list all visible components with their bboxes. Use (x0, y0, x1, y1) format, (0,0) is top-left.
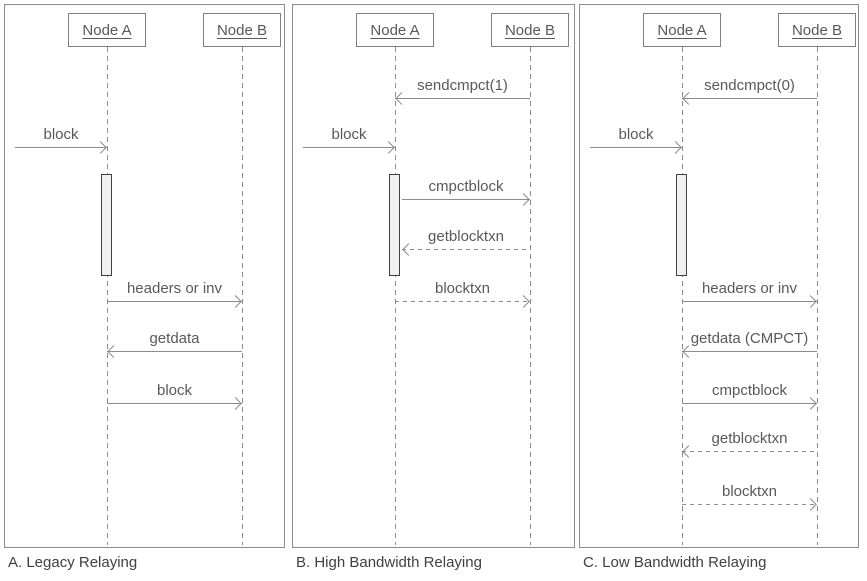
panel-high-bandwidth-relaying: Node A Node B sendcmpct(1) block cmpctbl… (292, 4, 575, 571)
panel-frame: Node A Node B block headers or inv getda… (4, 4, 285, 548)
message-label: getdata (CMPCT) (690, 330, 809, 347)
message-line (303, 147, 395, 148)
panel-caption: A. Legacy Relaying (8, 554, 138, 571)
message-label: block (156, 382, 193, 399)
message-label: sendcmpct(0) (704, 77, 795, 94)
message-line (402, 199, 530, 200)
message-line (107, 351, 242, 352)
node-a-box: Node A (68, 13, 146, 47)
arrowhead-right-icon (382, 141, 395, 154)
message-label: sendcmpct(1) (417, 77, 508, 94)
lifeline-node-b (242, 47, 243, 545)
node-b-box: Node B (778, 13, 856, 47)
message-label: cmpctblock (711, 382, 788, 399)
message-line (402, 249, 530, 250)
message-label: getdata (149, 330, 200, 347)
arrowhead-right-icon (804, 295, 817, 308)
message-line (682, 351, 817, 352)
message-line (15, 147, 107, 148)
arrowhead-right-icon (94, 141, 107, 154)
message-line (682, 451, 817, 452)
node-a-label: Node A (370, 21, 420, 39)
panel-frame: Node A Node B sendcmpct(0) block headers… (579, 4, 859, 548)
node-b-label: Node B (791, 21, 843, 39)
panel-frame: Node A Node B sendcmpct(1) block cmpctbl… (292, 4, 575, 548)
node-b-label: Node B (216, 21, 268, 39)
arrowhead-right-icon (669, 141, 682, 154)
message-line (682, 403, 817, 404)
node-b-label: Node B (504, 21, 556, 39)
message-label: blocktxn (721, 483, 778, 500)
message-line (682, 98, 817, 99)
arrowhead-right-icon (229, 397, 242, 410)
message-line (590, 147, 682, 148)
node-a-box: Node A (356, 13, 434, 47)
message-label: block (618, 126, 654, 143)
node-b-box: Node B (491, 13, 569, 47)
message-line (682, 301, 817, 302)
arrowhead-right-icon (804, 498, 817, 511)
arrowhead-left-icon (395, 92, 408, 105)
node-a-box: Node A (643, 13, 721, 47)
message-label: getblocktxn (711, 430, 788, 447)
message-label: block (331, 126, 367, 143)
arrowhead-right-icon (517, 295, 530, 308)
message-label: cmpctblock (428, 178, 504, 195)
panel-legacy-relaying: Node A Node B block headers or inv getda… (4, 4, 285, 571)
panel-caption: B. High Bandwidth Relaying (296, 554, 482, 571)
lifeline-node-b (817, 47, 818, 545)
arrowhead-left-icon (682, 445, 695, 458)
lifeline-node-b (530, 47, 531, 545)
message-label: headers or inv (701, 280, 798, 297)
lifeline-node-a (107, 47, 108, 545)
message-line (395, 98, 530, 99)
message-line (107, 403, 242, 404)
panel-caption: C. Low Bandwidth Relaying (583, 554, 767, 571)
arrowhead-right-icon (804, 397, 817, 410)
activation-bar (676, 174, 687, 276)
activation-bar (389, 174, 400, 276)
arrowhead-left-icon (107, 345, 120, 358)
lifeline-node-a (682, 47, 683, 545)
message-line (682, 504, 817, 505)
lifeline-node-a (395, 47, 396, 545)
message-line (395, 301, 530, 302)
activation-bar (101, 174, 112, 276)
arrowhead-left-icon (682, 92, 695, 105)
message-line (107, 301, 242, 302)
message-label: headers or inv (126, 280, 223, 297)
arrowhead-right-icon (517, 193, 530, 206)
message-label: block (43, 126, 79, 143)
arrowhead-left-icon (402, 243, 415, 256)
message-label: blocktxn (434, 280, 491, 297)
node-a-label: Node A (657, 21, 707, 39)
node-b-box: Node B (203, 13, 281, 47)
arrowhead-right-icon (229, 295, 242, 308)
panel-low-bandwidth-relaying: Node A Node B sendcmpct(0) block headers… (579, 4, 859, 571)
node-a-label: Node A (82, 21, 132, 39)
message-label: getblocktxn (428, 228, 504, 245)
arrowhead-left-icon (682, 345, 695, 358)
